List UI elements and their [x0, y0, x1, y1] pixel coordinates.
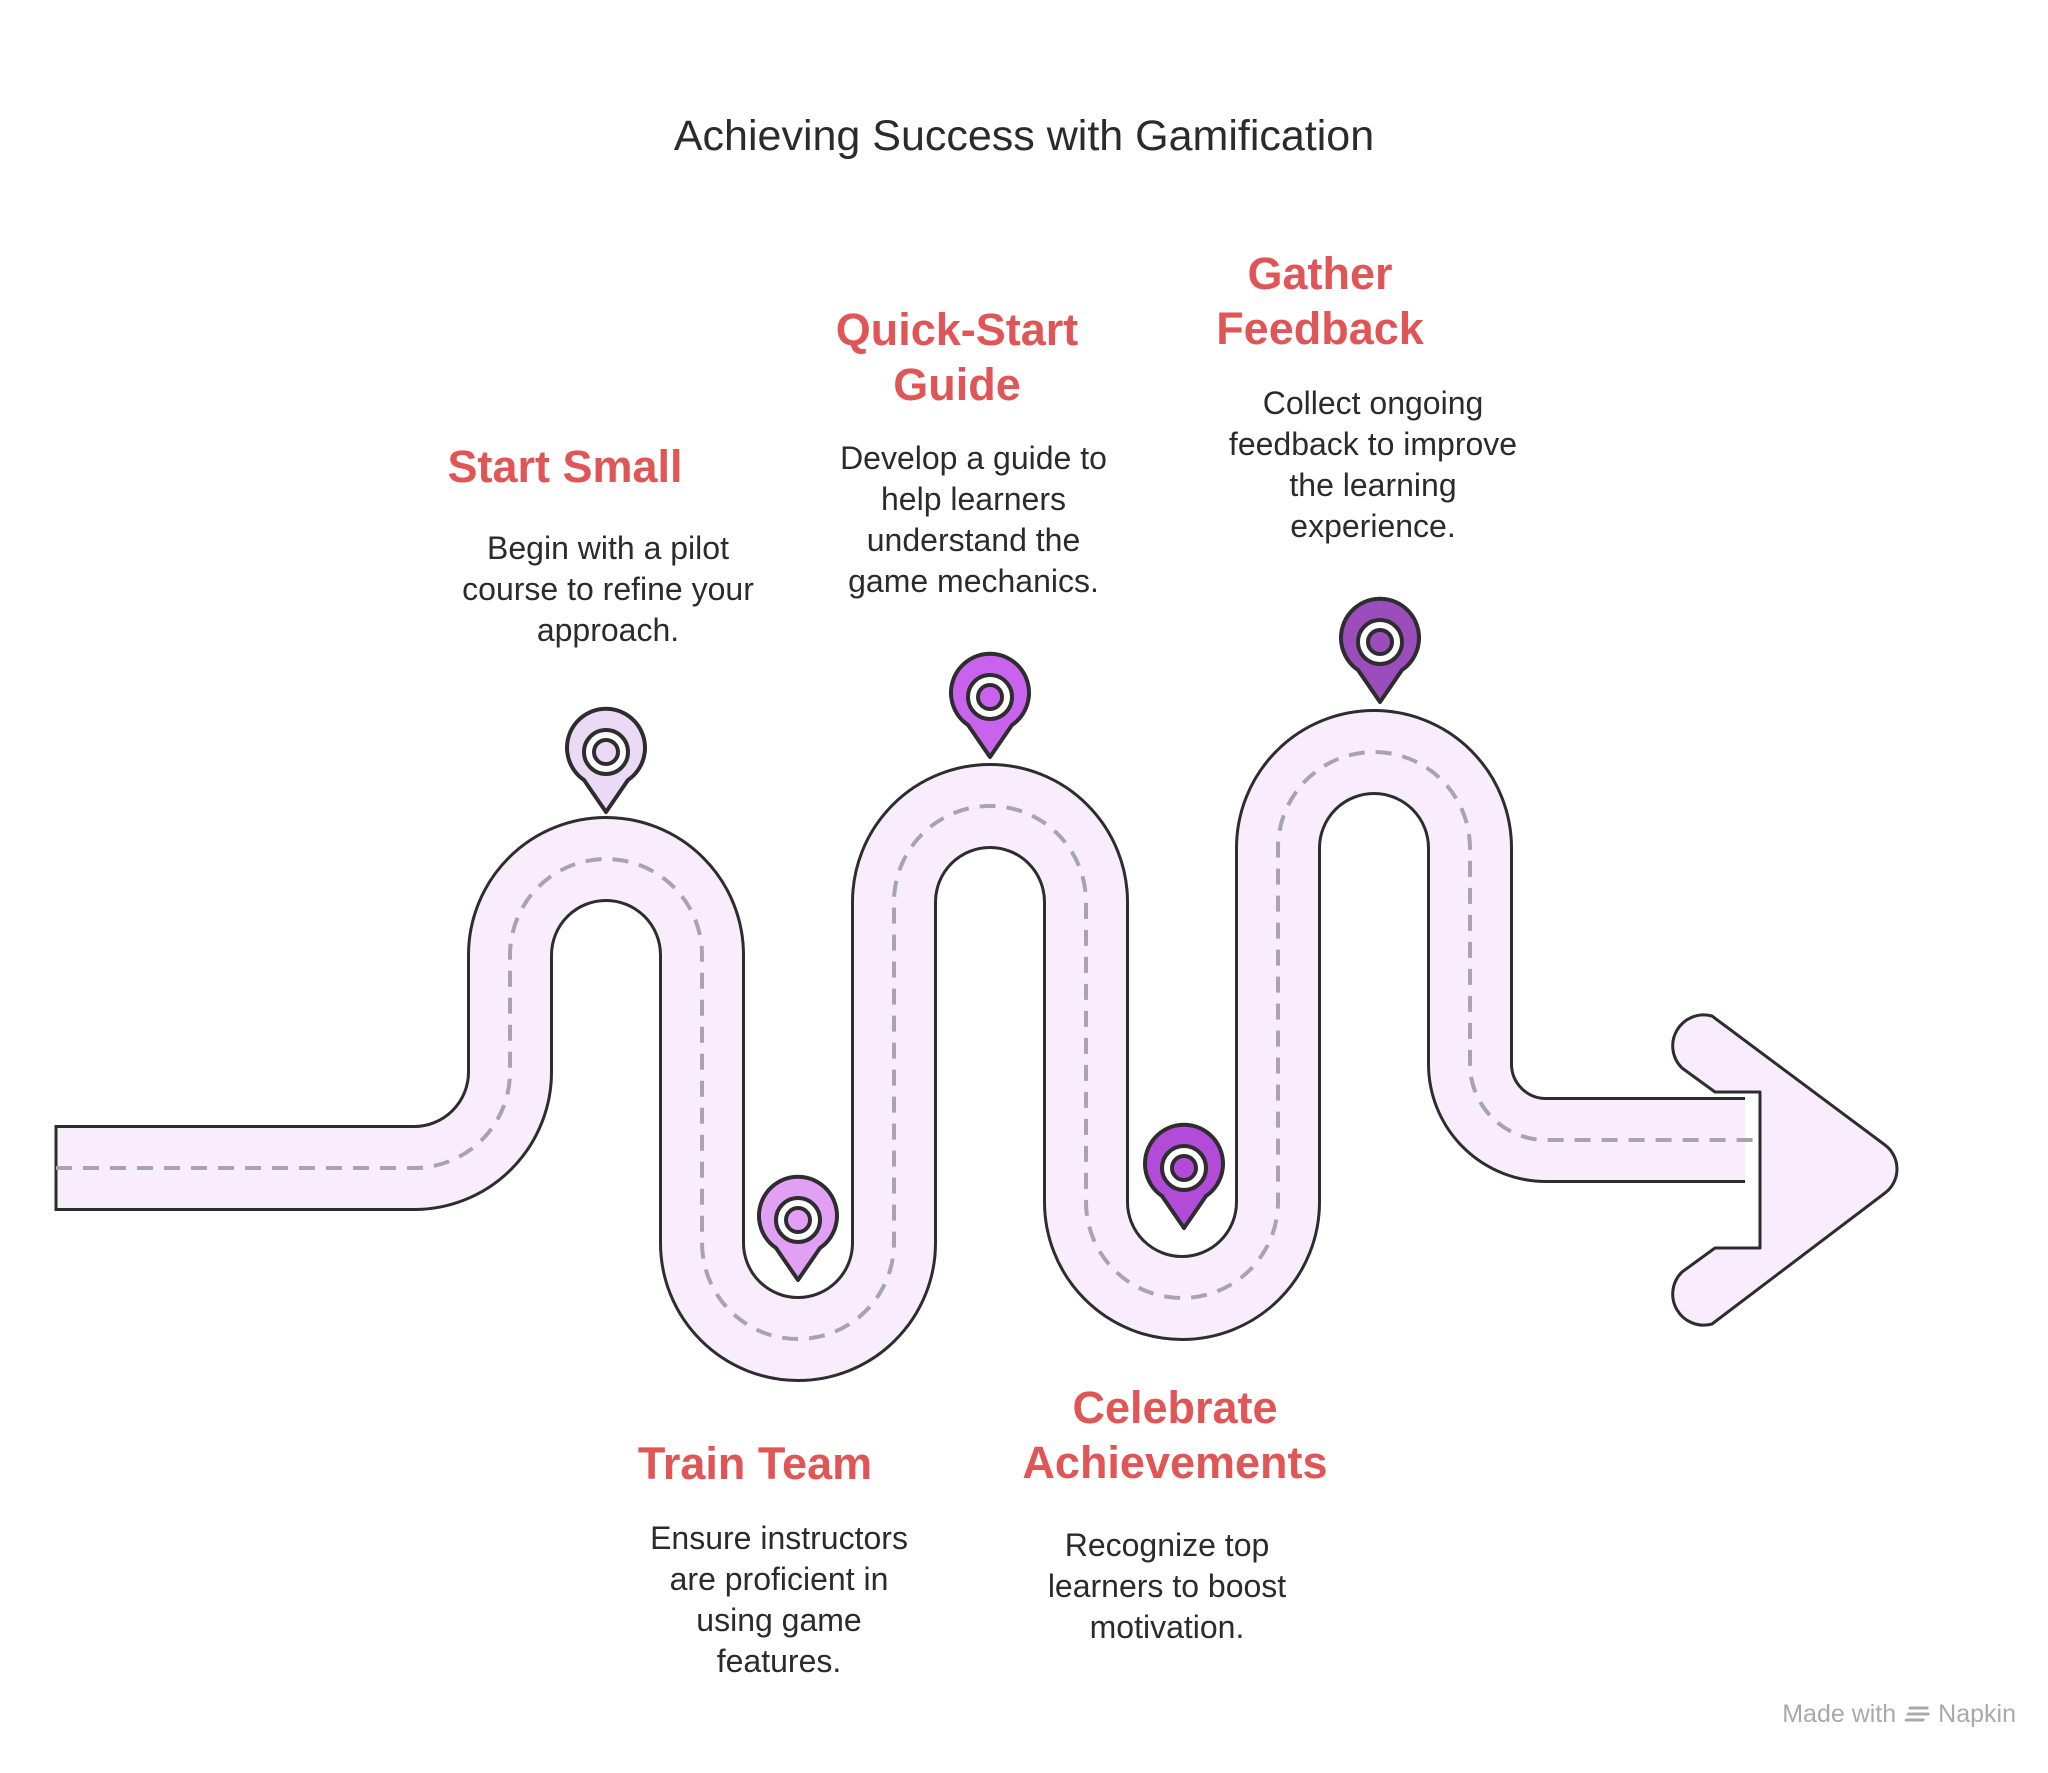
step-title-gather-feedback: Gather Feedback — [1216, 248, 1424, 354]
made-with-label: Made with — [1782, 1700, 1897, 1728]
location-pin-icon — [949, 651, 1031, 759]
step-description-gather-feedback: Collect ongoing feedback to improve the … — [1228, 385, 1518, 544]
step-description-train-team: Ensure instructors are proficient in usi… — [650, 1520, 908, 1679]
road-center-dashes — [56, 750, 1760, 1341]
step-title-train-team: Train Team — [637, 1438, 873, 1489]
location-pin-icon — [1339, 596, 1421, 704]
step-title-start-small: Start Small — [447, 441, 683, 492]
made-with-napkin-credit: Made with Napkin — [1782, 1700, 2016, 1729]
location-pin-icon — [757, 1174, 839, 1282]
step-description-quick-start-guide: Develop a guide to help learners underst… — [840, 440, 1107, 599]
napkin-brand: Napkin — [1938, 1700, 2016, 1728]
milestone-pins — [565, 596, 1421, 1282]
step-description-celebrate-achievements: Recognize top learners to boost motivati… — [1047, 1527, 1287, 1645]
napkin-logo-icon — [1904, 1702, 1930, 1728]
road-arrow-head — [1671, 1013, 1899, 1327]
step-title-quick-start-guide: Quick-Start Guide — [835, 304, 1079, 410]
step-title-celebrate-achievements: Celebrate Achievements — [1022, 1382, 1328, 1488]
location-pin-icon — [1143, 1122, 1225, 1230]
page-title: Achieving Success with Gamification — [673, 112, 1375, 160]
road-fill — [56, 712, 1745, 1379]
location-pin-icon — [565, 706, 647, 814]
step-description-start-small: Begin with a pilot course to refine your… — [462, 530, 754, 648]
road — [54, 709, 1899, 1382]
